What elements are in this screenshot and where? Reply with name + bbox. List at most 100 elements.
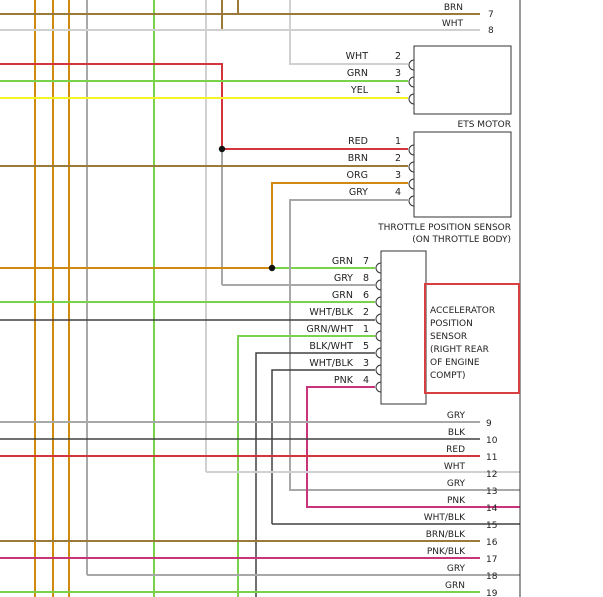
top-wire-7-num: 7 — [488, 10, 494, 20]
aps-pin-label: GRN — [332, 256, 353, 267]
aps-pin-label: GRN — [332, 290, 353, 301]
bottom-wire-num: 12 — [486, 470, 497, 480]
ets-wht-wire — [289, 0, 408, 65]
bottom-wire-label: PNK/BLK — [427, 547, 466, 557]
tps-pin-num: 2 — [395, 153, 401, 164]
aps-callout-line: SENSOR — [430, 332, 467, 342]
pin-socket — [408, 178, 415, 190]
aps-pin-label: GRY — [334, 273, 353, 284]
aps-pin-num: 4 — [363, 375, 369, 386]
bottom-wire-label: GRY — [447, 479, 466, 489]
bottom-wire-num: 16 — [486, 538, 498, 548]
aps-pin-num: 8 — [363, 273, 369, 284]
tps-pin-num: 3 — [395, 170, 401, 181]
bottom-wire-num: 11 — [486, 453, 497, 463]
bottom-wire-num: 9 — [486, 419, 492, 429]
bottom-wire-label: GRY — [447, 411, 466, 421]
tps-pin-num: 1 — [395, 136, 401, 147]
splice-dot — [268, 264, 276, 272]
ets-pin-label: WHT — [346, 51, 369, 62]
pin-socket — [408, 195, 415, 207]
pin-socket — [375, 279, 382, 291]
bottom-wire-label: BRN/BLK — [426, 530, 466, 540]
aps-pin-label: GRN/WHT — [306, 324, 353, 335]
top-wire-8-label: WHT — [442, 19, 464, 29]
tps-pin-label: GRY — [349, 187, 368, 198]
aps-pnk4-wire — [306, 386, 520, 508]
aps-callout-line: POSITION — [430, 319, 473, 329]
aps-callout-line: OF ENGINE — [430, 358, 480, 368]
aps-pin-label: BLK/WHT — [309, 341, 353, 352]
throttle-position-sensor-connector: THROTTLE POSITION SENSOR (ON THROTTLE BO… — [347, 131, 512, 245]
tps-pin-num: 4 — [395, 187, 401, 198]
pin-socket — [408, 161, 415, 173]
red-feeder-tps1 — [0, 63, 408, 150]
tps-gry-wire — [289, 199, 520, 491]
ets-pin-label: YEL — [350, 85, 369, 96]
bottom-wire-label: GRY — [447, 564, 466, 574]
tps-pin-label: ORG — [347, 170, 368, 181]
splice-dot — [218, 145, 226, 153]
bottom-wire-num: 18 — [486, 572, 498, 582]
bottom-wire-num: 15 — [486, 521, 497, 531]
bottom-wire-label: WHT — [444, 462, 466, 472]
ets-pin-label: GRN — [347, 68, 368, 79]
pin-socket — [375, 364, 382, 376]
aps-pin-num: 6 — [363, 290, 369, 301]
pin-socket — [408, 144, 415, 156]
aps-callout-line: (RIGHT REAR — [430, 345, 489, 355]
pin-socket — [408, 59, 415, 71]
pin-socket — [375, 262, 382, 274]
bottom-wire-label: PNK — [447, 496, 466, 506]
aps-box — [380, 250, 427, 405]
tps-pin-label: RED — [348, 136, 368, 147]
tps-org-wire — [0, 182, 408, 269]
aps-callout-box — [424, 283, 520, 394]
pin-socket — [375, 381, 382, 393]
tps-title-line2: (ON THROTTLE BODY) — [412, 235, 511, 245]
bottom-wire-label: GRN — [445, 581, 465, 591]
pin-socket — [375, 347, 382, 359]
bottom-wire-labels: GRY9BLK10RED11WHT12GRY13PNK14WHT/BLK15BR… — [424, 411, 498, 597]
tps-pin-label: BRN — [348, 153, 368, 164]
aps-pin-num: 7 — [363, 256, 369, 267]
top-wire-7-label: BRN — [444, 3, 463, 13]
bottom-wire-label: BLK — [448, 428, 466, 438]
ets-motor-title: ETS MOTOR — [458, 120, 511, 130]
aps-pin-num: 3 — [363, 358, 369, 369]
tps-title-line1: THROTTLE POSITION SENSOR — [377, 223, 511, 233]
bottom-wire-num: 10 — [486, 436, 498, 446]
aps-callout-line: ACCELERATOR — [430, 306, 495, 316]
aps-callout-line: COMPT) — [430, 371, 466, 381]
bottom-wire-num: 19 — [486, 589, 498, 597]
ets-pin-num: 1 — [395, 85, 401, 96]
aps-pin-label: WHT/BLK — [309, 358, 353, 369]
aps-pin-num: 1 — [363, 324, 369, 335]
aps-grnwht1-wire — [237, 335, 375, 597]
aps-pin-label: WHT/BLK — [309, 307, 353, 318]
pin-socket — [375, 313, 382, 325]
aps-blkwht5-wire — [255, 352, 375, 597]
pin-socket — [408, 76, 415, 88]
horizontal-feeders — [0, 0, 520, 597]
ets-motor-connector: ETS MOTOR WHT 2 GRN 3 YEL 1 — [346, 45, 512, 130]
bottom-wire-label: RED — [446, 445, 465, 455]
aps-pin-num: 5 — [363, 341, 369, 352]
bottom-wire-label: WHT/BLK — [424, 513, 466, 523]
aps-pin-num: 2 — [363, 307, 369, 318]
bottom-wire-num: 14 — [486, 504, 498, 514]
bottom-wire-num: 17 — [486, 555, 497, 565]
pin-socket — [375, 296, 382, 308]
aps-pin-label: PNK — [334, 375, 354, 386]
bottom-wire-num: 13 — [486, 487, 497, 497]
pin-socket — [375, 330, 382, 342]
ets-motor-box — [413, 45, 512, 115]
ets-pin-num: 2 — [395, 51, 401, 62]
pin-socket — [408, 93, 415, 105]
top-wire-group: BRN 7 WHT 8 — [0, 3, 494, 36]
bottom-left-wires — [0, 421, 480, 593]
ets-pin-num: 3 — [395, 68, 401, 79]
